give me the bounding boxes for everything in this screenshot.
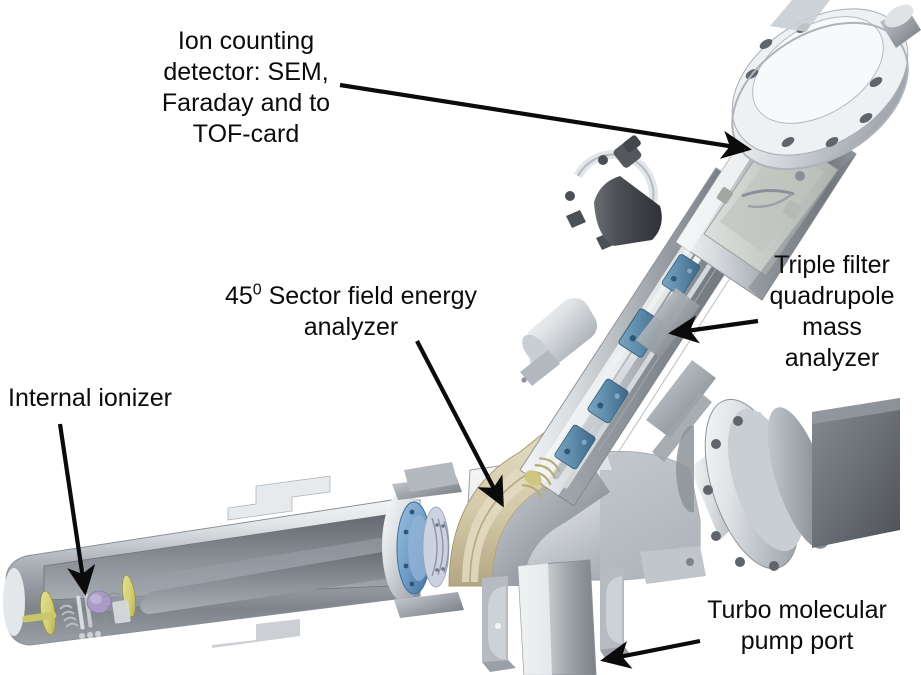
lens-stack-apertures [435,523,445,572]
detector-top-flange [731,8,909,171]
label-sector-field-energy-analyzer: 450 Sector field energy analyzer [186,281,516,343]
detector-leader-line [339,82,752,159]
label-internal-ionizer: Internal ionizer [8,384,172,412]
detector-sem-plate [782,200,802,220]
ionizer-leader-line [57,423,96,596]
detector-head-assembly [675,0,921,301]
quad-entry-aperture [524,470,542,486]
sector-label-rest: Sector field energy analyzer [268,282,478,341]
ionizer-lens-plates [76,593,93,630]
side-port-body [594,176,662,246]
detector-body-shade [748,154,856,300]
ionizer-stem [22,611,57,623]
detector-top-pipe [770,0,830,32]
lens-clamp-bottom [394,592,464,618]
bracket-upper [636,288,700,358]
pump-instrument-box [812,398,900,548]
source-tube-shoulder [227,475,331,521]
label-turbo-molecular-pump-port: Turbo molecular pump port [707,596,887,655]
source-tube-assembly [3,475,430,648]
support-bracket-arm [520,288,716,462]
side-port-cap [623,135,641,153]
pump-box-top-face [812,398,900,424]
ionizer-repeller [112,600,131,624]
ionizer-ion-volume-highlight [90,594,102,604]
bracket-lower [646,360,716,438]
side-barrel-mid [520,298,597,386]
pump-port-highlight [518,563,552,675]
source-tube-end-cap [3,568,25,636]
sector-label-superscript: 0 [252,281,262,299]
ionizer-coil-stack [59,604,79,628]
detector-side-port [565,135,662,250]
pump-leader-line [600,638,701,669]
internal-ionizer-assembly [22,574,136,639]
label-triple-filter-quadrupole: Triple filter quadrupole mass analyzer [769,251,895,372]
chamber-tee-shade [600,451,700,581]
source-drift-tube [140,546,430,614]
pump-side-bracket [640,546,706,584]
detector-feedthrough-stub [880,4,921,48]
bracket-rib [652,392,712,462]
detector-anode-node [795,171,805,181]
detector-faraday-plate [716,187,733,204]
turbo-pump-port [482,546,706,675]
leader-lines-group [57,82,759,669]
blue-flange-bolt-holes [403,509,415,587]
sector-label-prefix: 45 [224,282,253,310]
detector-dynode-wire [741,189,795,198]
ion-lens-stack [422,506,450,588]
pump-foot-left [482,576,516,672]
ionizer-ceramic-beads [79,631,101,639]
source-tube-foot [212,619,300,648]
pump-neck-bore [676,425,694,513]
pump-flange-assembly [676,398,900,571]
detector-dynode-wire-2 [747,193,793,208]
sector-leader-line [415,340,504,508]
label-ion-counting-detector: Ion counting detector: SEM, Faraday and … [161,27,331,148]
quad-entry-bellows [521,457,561,499]
sector-clamp-left [404,462,458,492]
quadrupole-leader-line [668,315,759,344]
